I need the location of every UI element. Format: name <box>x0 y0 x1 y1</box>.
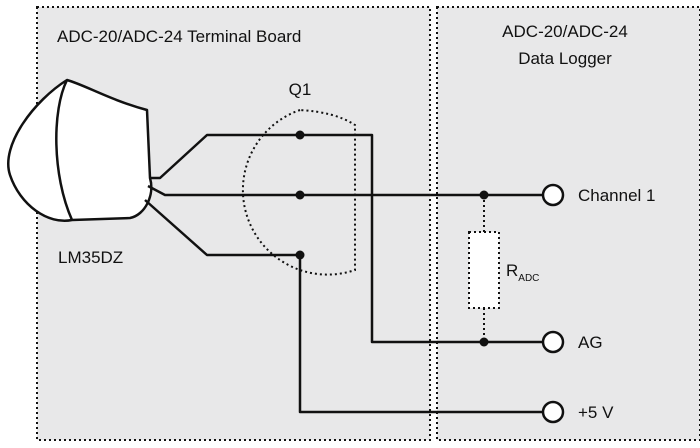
terminal-board-panel <box>36 6 431 441</box>
data-logger-title-line2: Data Logger <box>518 49 612 68</box>
q1-label: Q1 <box>289 80 312 99</box>
resistor-radc <box>468 231 500 309</box>
terminal-circles <box>541 183 565 424</box>
resistor-label-main: R <box>506 261 518 280</box>
terminal-label-5v: +5 V <box>578 403 614 422</box>
lm35dz-label: LM35DZ <box>58 248 123 267</box>
terminal-board-title: ADC-20/ADC-24 Terminal Board <box>57 27 301 46</box>
resistor-label-sub: ADC <box>518 273 539 284</box>
wire-middle <box>147 184 542 197</box>
data-logger-panel <box>436 6 700 441</box>
lm35dz-sensor-icon <box>7 78 153 223</box>
terminal-channel1 <box>541 183 565 207</box>
terminal-5v <box>541 400 565 424</box>
terminal-ag <box>541 330 565 354</box>
terminal-label-ag: AG <box>578 333 603 352</box>
junction-dots <box>295 130 489 347</box>
data-logger-title-line1: ADC-20/ADC-24 <box>502 22 628 41</box>
q1-outline <box>241 108 356 276</box>
resistor-label: RADC <box>506 261 539 284</box>
terminal-label-channel1: Channel 1 <box>578 186 656 205</box>
wire-upper <box>150 133 542 344</box>
